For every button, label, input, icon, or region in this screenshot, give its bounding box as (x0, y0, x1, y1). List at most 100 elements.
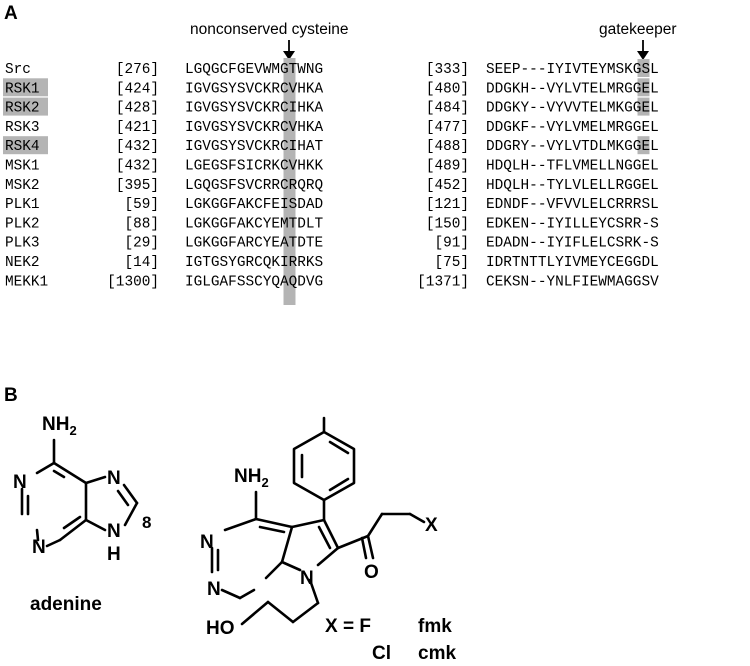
sequence-segment-1: LGQGSFSVCRRCRQRQ (185, 178, 323, 194)
arrow-gatekeeper (637, 40, 649, 60)
alignment-row: Src[276]LGQGCFGEVWMGTWNG[333]SEEP---IYIV… (5, 62, 659, 78)
sequence-segment-2: EDKEN--IYILLEYCSRR-S (486, 216, 659, 232)
alignment-row: NEK2 [14] IGTGSYGRCQKIRRKS [75] IDRTNTTLYIVM… (5, 255, 659, 271)
arrow-cysteine (283, 40, 295, 60)
alignment-rows: Src[276]LGQGCFGEVWMGTWNG[333]SEEP---IYIV… (3, 62, 659, 290)
alignment-row: PLK1 [59] LGKGGFAKCFEISDAD [121] EDNDF--VFVV… (5, 197, 659, 213)
inhibitor-ho: HO (206, 618, 235, 639)
adenine-nh2: NH2 (42, 414, 77, 438)
adenine-n1: N (13, 472, 27, 493)
sequence-segment-1: LGKGGFAKCFEISDAD (185, 197, 323, 213)
kinase-name: Src (5, 62, 31, 78)
adenine-h9: H (107, 544, 121, 565)
kinase-name: PLK2 (5, 216, 40, 232)
kinase-name: RSK3 (5, 120, 40, 136)
sequence-segment-2: SEEP---IYIVTEYMSKGSL (486, 62, 659, 78)
residue-start-1: [1300] (107, 274, 159, 290)
residue-start-1: [432] (116, 139, 159, 155)
alignment-row: PLK2 [88] LGKGGFAKCYEMTDLT [150] EDKEN--IYIL… (5, 216, 659, 232)
kinase-name: MSK1 (5, 159, 40, 175)
kinase-name: MSK2 (5, 178, 40, 194)
inhibitor-nh2: NH2 (234, 466, 269, 490)
legend-fmk: fmk (418, 616, 452, 637)
adenine-name: adenine (30, 594, 102, 615)
gatekeeper-residue-highlight (637, 136, 650, 155)
residue-start-1: [88] (124, 216, 159, 232)
residue-start-2: [91] (434, 236, 469, 252)
residue-start-1: [59] (124, 197, 159, 213)
kinase-name: PLK1 (5, 197, 40, 213)
gatekeeper-residue-highlight (637, 97, 650, 116)
sequence-segment-1: IGVGSYSVCKRCVHKA (185, 120, 324, 136)
sequence-segment-1: IGVGSYSVCKRCVHKA (185, 81, 324, 97)
sequence-segment-1: LGKGGFARCYEATDTE (185, 236, 323, 252)
alignment-row: RSK4 [432] IGVGSYSVCKRCIHAT [488] DDGRY--VYL… (3, 136, 659, 155)
sequence-segment-2: HDQLH--TYLVLELLRGGEL (486, 178, 659, 194)
panel-a-label: A (4, 3, 18, 24)
inhibitor-n-pyrrole: N (300, 568, 314, 589)
sequence-segment-1: IGLGAFSSCYQAQDVG (185, 274, 323, 290)
gatekeeper-residue-highlight (637, 59, 650, 77)
kinase-name: RSK1 (5, 81, 40, 97)
residue-start-2: [484] (426, 101, 469, 117)
kinase-name: MEKK1 (5, 274, 48, 290)
alignment-row: RSK3[421]IGVGSYSVCKRCVHKA[477]DDGKF--VYL… (5, 120, 659, 136)
residue-start-2: [489] (426, 159, 469, 175)
kinase-name: RSK4 (5, 139, 40, 155)
sequence-segment-2: EDNDF--VFVVLELCRRRSL (486, 197, 659, 213)
inhibitor-structure: NH2 N N N O X HO X = F fmk Cl cmk (200, 416, 456, 664)
sequence-segment-2: DDGKY--VYVVTELMKGGEL (486, 101, 659, 117)
residue-start-2: [477] (426, 120, 469, 136)
sequence-segment-2: DDGKH--VYLVTELMRGGEL (486, 81, 659, 97)
adenine-n7: N (107, 468, 121, 489)
adenine-n3: N (32, 537, 46, 558)
alignment-row: MEKK1 [1300] IGLGAFSSCYQAQDVG [1371] CEKSN--… (5, 274, 659, 290)
residue-start-1: [428] (116, 101, 159, 117)
adenine-c8-label: 8 (142, 513, 151, 532)
adenine-structure: NH2 N N N N H 8 adenine (13, 414, 151, 615)
header-nonconserved-cysteine: nonconserved cysteine (190, 21, 349, 38)
kinase-name-highlight (3, 78, 48, 97)
cysteine-column-highlight (283, 58, 296, 305)
sequence-segment-2: DDGRY--VYLVTDLMKGGEL (486, 139, 659, 155)
sequence-segment-2: IDRTNTTLYIVMEYCEGGDL (486, 255, 659, 271)
header-gatekeeper: gatekeeper (599, 21, 677, 38)
legend-cl: Cl (372, 643, 391, 664)
alignment-row: MSK2 [395] LGQGSFSVCRRCRQRQ [452] HDQLH--TYL… (5, 178, 659, 194)
inhibitor-x: X (425, 515, 438, 536)
sequence-segment-2: EDADN--IYIFLELCSRK-S (486, 236, 659, 252)
kinase-name: RSK2 (5, 101, 40, 117)
residue-start-2: [333] (426, 62, 469, 78)
sequence-segment-1: IGVGSYSVCKRCIHAT (185, 139, 324, 155)
residue-start-2: [75] (434, 255, 469, 271)
alignment-row: RSK2 [428] IGVGSYSVCKRCIHKA [484] DDGKY--VYV… (3, 97, 659, 117)
sequence-segment-1: LGKGGFAKCYEMTDLT (185, 216, 324, 232)
kinase-name-highlight (3, 97, 48, 116)
legend-x-eq-f: X = F (325, 616, 371, 637)
sequence-segment-1: IGTGSYGRCQKIRRKS (185, 255, 323, 271)
kinase-name: PLK3 (5, 236, 40, 252)
residue-start-2: [121] (426, 197, 469, 213)
alignment-row: PLK3 [29] LGKGGFARCYEATDTE [91] EDADN--IYIFL… (5, 236, 659, 252)
sequence-segment-2: CEKSN--YNLFIEWMAGGSV (486, 274, 659, 290)
residue-start-1: [14] (124, 255, 159, 271)
panel-b-label: B (4, 385, 18, 406)
alignment-row: RSK1[424]IGVGSYSVCKRCVHKA[480]DDGKH--VYL… (3, 78, 659, 97)
residue-start-2: [452] (426, 178, 469, 194)
kinase-name: NEK2 (5, 255, 40, 271)
residue-start-1: [276] (116, 62, 159, 78)
residue-start-1: [29] (124, 236, 159, 252)
kinase-name-highlight (3, 136, 48, 155)
sequence-segment-2: HDQLH--TFLVMELLNGGEL (486, 159, 659, 175)
residue-start-2: [1371] (417, 274, 469, 290)
sequence-segment-2: DDGKF--VYLVMELMRGGEL (486, 120, 659, 136)
sequence-segment-1: IGVGSYSVCKRCIHKA (185, 101, 324, 117)
inhibitor-n-bottom: N (207, 579, 221, 600)
residue-start-2: [488] (426, 139, 469, 155)
alignment-row: MSK1[432]LGEGSFSICRKCVHKK[489]HDQLH--TFL… (5, 159, 659, 175)
residue-start-1: [395] (116, 178, 159, 194)
residue-start-2: [150] (426, 216, 469, 232)
legend-cmk: cmk (418, 643, 456, 664)
residue-start-1: [432] (116, 159, 159, 175)
